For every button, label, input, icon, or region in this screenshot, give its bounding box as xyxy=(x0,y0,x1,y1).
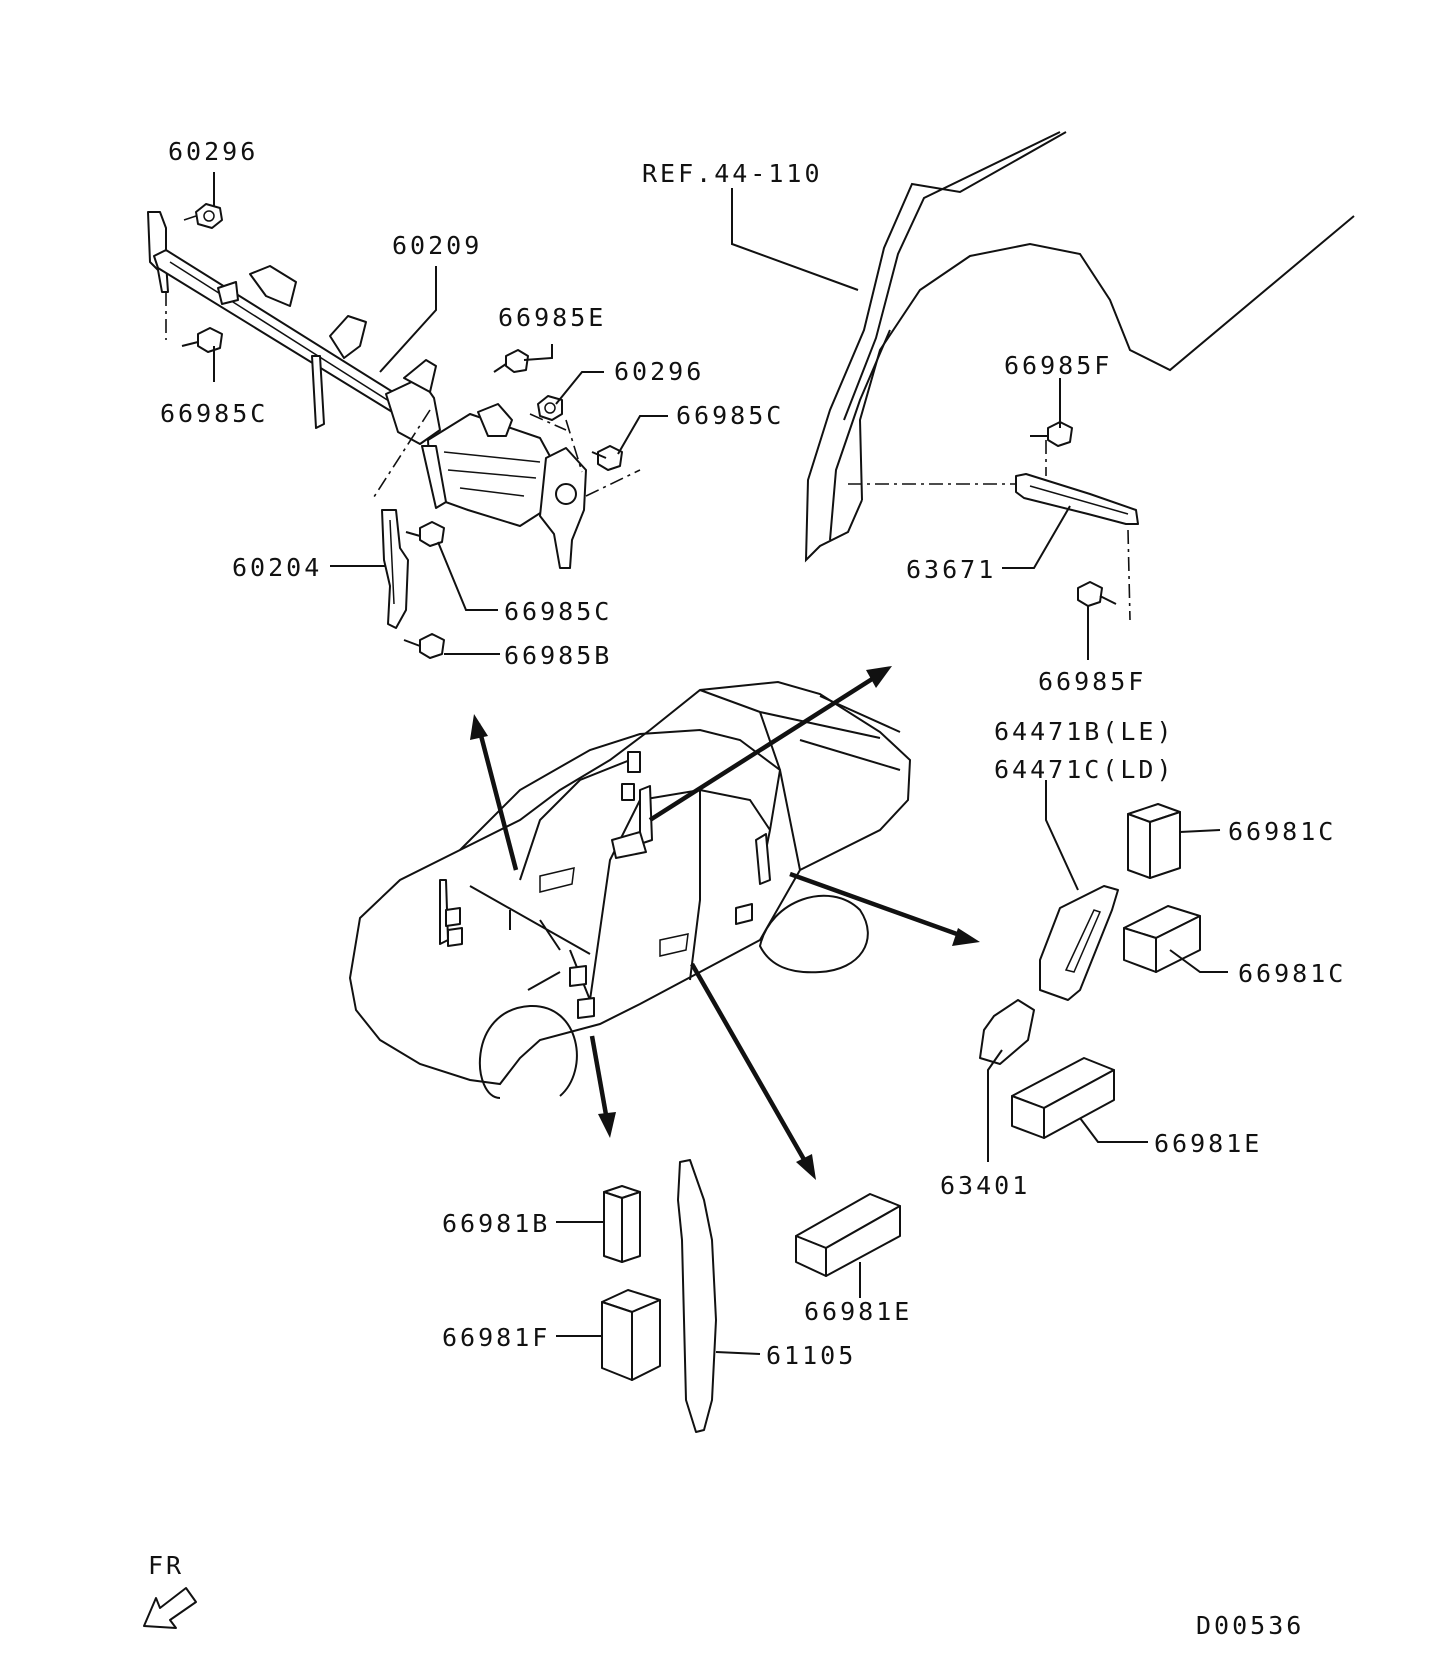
bracket-63671 xyxy=(1015,473,1139,525)
label-66981b: 66981B xyxy=(442,1209,550,1238)
bolt-66985e-icon xyxy=(493,349,529,373)
label-ref: REF.44-110 xyxy=(642,159,823,188)
pad-64471 xyxy=(1039,885,1119,1001)
block-66981b xyxy=(603,1185,641,1263)
label-66985c-left: 66985C xyxy=(160,399,268,428)
block-66981e-center xyxy=(795,1193,901,1277)
bolt-66985c-low-icon xyxy=(405,521,445,547)
block-66981f xyxy=(601,1289,661,1381)
label-66985c-low: 66985C xyxy=(504,597,612,626)
label-60296-mid: 60296 xyxy=(614,357,704,386)
label-60204: 60204 xyxy=(232,553,322,582)
leader-lines xyxy=(213,172,1228,1355)
label-66985c-right: 66985C xyxy=(676,401,784,430)
bolt-66985c-right-icon xyxy=(591,445,623,471)
block-66981c-top xyxy=(1127,803,1181,879)
fender-outline xyxy=(804,131,1355,563)
bolt-66985f-bottom-icon xyxy=(1077,581,1117,607)
label-60209: 60209 xyxy=(392,231,482,260)
label-66981f: 66981F xyxy=(442,1323,550,1352)
label-66981c-mid: 66981C xyxy=(1238,959,1346,988)
label-66985f-bottom: 66985F xyxy=(1038,667,1146,696)
label-60296-top: 60296 xyxy=(168,137,258,166)
nut-60296-top-icon xyxy=(183,203,223,229)
label-66985f-top: 66985F xyxy=(1004,351,1112,380)
label-66981e-center: 66981E xyxy=(804,1297,912,1326)
diagram-code: D00536 xyxy=(1196,1611,1304,1640)
brace-60204 xyxy=(381,509,409,629)
nut-60296-mid-icon xyxy=(537,395,563,421)
label-64471c: 64471C(LD) xyxy=(994,755,1175,784)
label-66985b: 66985B xyxy=(504,641,612,670)
label-66981c-top: 66981C xyxy=(1228,817,1336,846)
bolt-66985b-icon xyxy=(403,633,445,659)
label-63401: 63401 xyxy=(940,1171,1030,1200)
cross-member-assembly xyxy=(147,211,587,569)
label-64471b: 64471B(LE) xyxy=(994,717,1175,746)
front-arrow-icon xyxy=(143,1587,197,1629)
label-fr: FR xyxy=(148,1551,184,1580)
label-61105: 61105 xyxy=(766,1341,856,1370)
insulator-63401 xyxy=(979,999,1035,1065)
label-66981e-right: 66981E xyxy=(1154,1129,1262,1158)
bolt-66985c-left-icon xyxy=(181,327,223,353)
strip-61105 xyxy=(677,1159,717,1433)
label-66985e: 66985E xyxy=(498,303,606,332)
callout-arrows xyxy=(470,666,980,1180)
bolt-66985f-top-icon xyxy=(1030,421,1073,447)
vehicle-outline xyxy=(348,680,912,1099)
label-63671: 63671 xyxy=(906,555,996,584)
block-66981c-mid xyxy=(1123,905,1201,973)
block-66981e-right xyxy=(1011,1057,1115,1139)
